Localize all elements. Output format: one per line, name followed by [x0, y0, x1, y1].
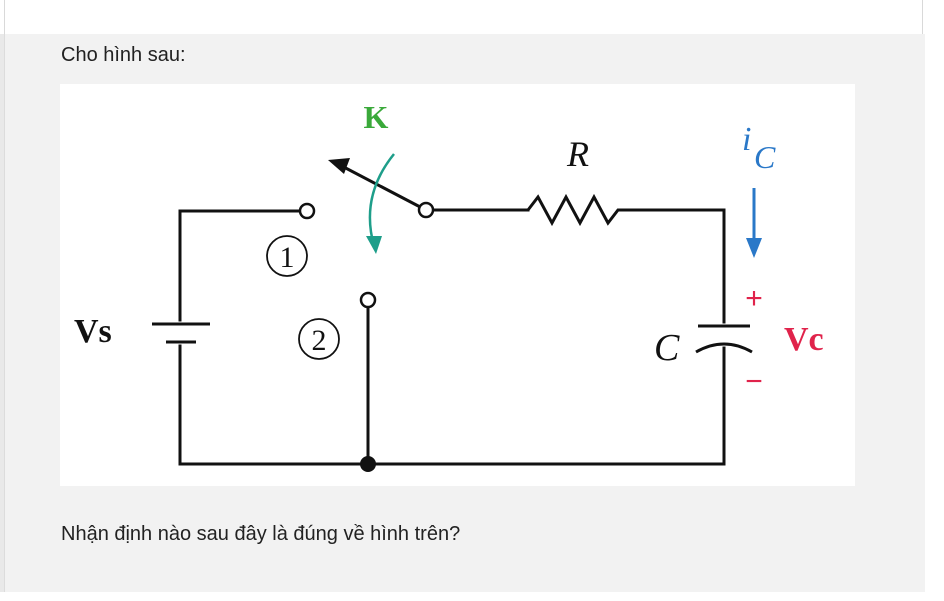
question-prompt-text: Nhận định nào sau đây là đúng về hình tr…: [61, 523, 461, 545]
question-intro-text: Cho hình sau:: [61, 44, 186, 66]
position-1-circle: [266, 235, 308, 277]
terminal-2: [359, 291, 377, 309]
bottom-strip: [0, 592, 944, 601]
position-2-label: 2: [312, 324, 327, 357]
switch-blade: [337, 162, 425, 211]
capacitor-voltage-label: Vc: [784, 321, 824, 358]
switch-arc-arrowhead: [366, 236, 382, 254]
left-edge: [0, 34, 4, 601]
top-strip: [0, 0, 944, 34]
capacitor-label: C: [654, 327, 680, 369]
position-1-label: 1: [280, 241, 295, 274]
switch-pivot: [417, 201, 435, 219]
capacitor-symbol: [695, 324, 753, 354]
current-label-subscript: C: [754, 139, 776, 175]
switch-blade-arrowhead: [328, 158, 350, 174]
position-2-circle: [298, 318, 340, 360]
left-divider: [4, 0, 5, 34]
right-divider: [922, 0, 923, 34]
capacitor-minus-sign: −: [745, 365, 763, 398]
battery-symbol: [152, 322, 210, 344]
current-arrow-icon: [746, 238, 762, 258]
circuit-wires: [178, 208, 726, 466]
switch-arc-icon: [368, 153, 395, 247]
junction-dot: [360, 456, 376, 472]
source-label: Vs: [74, 313, 112, 350]
resistor-symbol: [526, 193, 626, 227]
circuit-diagram: 1 2 K R i C + − Vs C Vc: [74, 99, 824, 472]
resistor-label: R: [566, 134, 589, 174]
terminal-1: [298, 202, 316, 220]
capacitor-plus-sign: +: [745, 282, 763, 315]
current-label-main: i: [742, 121, 751, 158]
switch-label: K: [364, 99, 389, 135]
circuit-figure: 1 2 K R i C + − Vs C Vc: [60, 84, 855, 486]
